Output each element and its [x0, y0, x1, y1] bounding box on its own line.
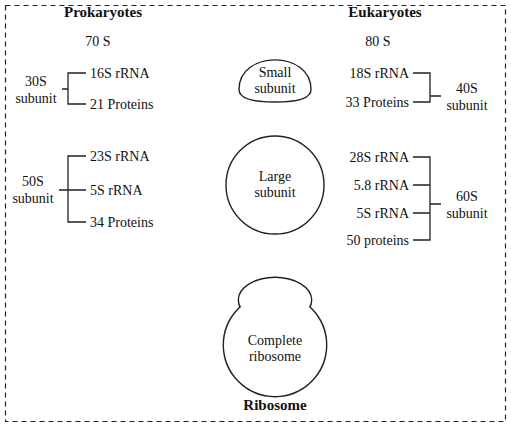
bracket — [413, 73, 441, 102]
large-subunit: Large subunit — [225, 135, 325, 235]
node-text: Small subunit — [245, 65, 305, 97]
ribosome-outline — [224, 294, 326, 396]
rrna-label: 23S rRNA — [90, 148, 150, 165]
complete-ribosome: Complete ribosome — [222, 276, 328, 398]
sedimentation-value: 80 S — [365, 33, 390, 50]
protein-label: 33 Proteins — [346, 94, 409, 111]
shape-label: Complete ribosome — [240, 333, 310, 365]
subunit-label: 30S subunit — [11, 73, 61, 107]
protein-label: 21 Proteins — [90, 96, 153, 113]
protein-label: 34 Proteins — [90, 214, 153, 231]
subunit-label: 40S subunit — [442, 80, 492, 114]
small-subunit: Small subunit — [237, 52, 313, 104]
rrna-label: 5S rRNA — [90, 182, 143, 199]
shape-label: Large subunit — [244, 169, 306, 201]
shape-label: Small subunit — [245, 65, 305, 97]
bracket — [59, 156, 86, 222]
group-heading: Eukaryotes — [348, 4, 421, 21]
rrna-label: 18S rRNA — [349, 65, 409, 82]
subunit-label: 50S subunit — [8, 173, 58, 207]
node-text: Large subunit — [244, 169, 306, 201]
node-text: Complete ribosome — [240, 333, 310, 365]
dashed-frame — [6, 6, 506, 422]
bracket — [62, 73, 86, 104]
bracket — [413, 157, 441, 240]
rrna-label: 5S rRNA — [356, 205, 409, 222]
ribosome-outline — [224, 294, 326, 396]
sedimentation-value: 70 S — [85, 33, 110, 50]
rrna-label: 16S rRNA — [90, 65, 150, 82]
group-heading: Prokaryotes — [64, 4, 142, 21]
rrna-label: 5.8 rRNA — [354, 177, 409, 194]
dome-outline — [239, 60, 311, 102]
circle-outline — [226, 136, 324, 234]
diagram-title: Ribosome — [243, 397, 306, 414]
protein-label: 50 proteins — [346, 232, 409, 249]
subunit-label: 60S subunit — [442, 188, 492, 222]
rrna-label: 28S rRNA — [349, 149, 409, 166]
